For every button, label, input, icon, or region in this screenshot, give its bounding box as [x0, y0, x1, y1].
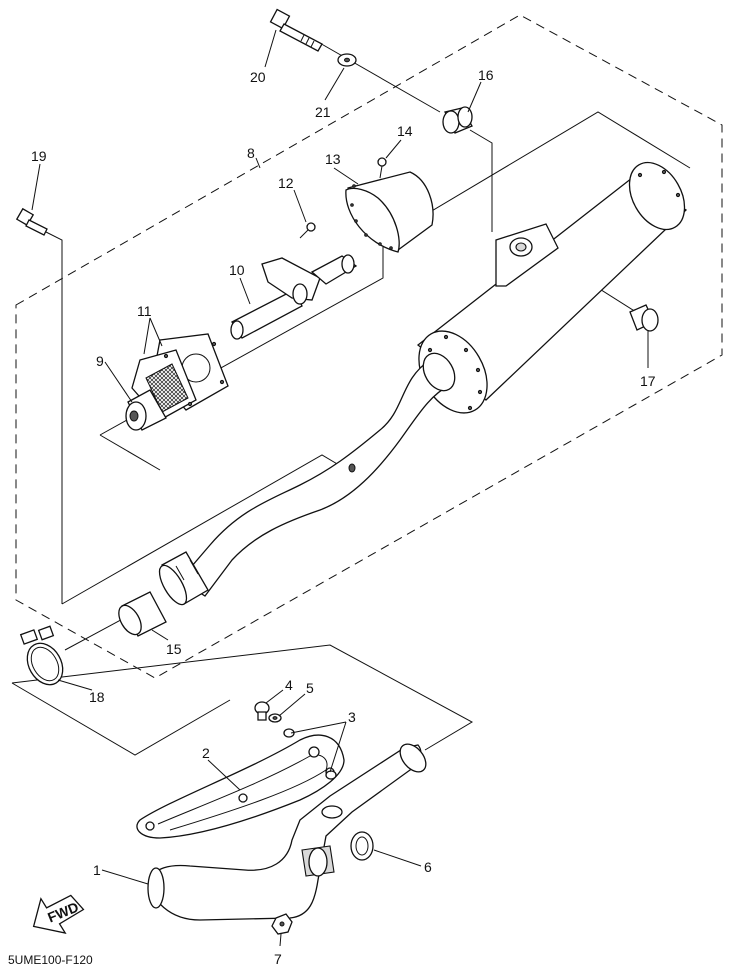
callout-12: 12 [278, 175, 294, 191]
screw-14 [377, 157, 387, 179]
callout-20: 20 [250, 69, 266, 85]
collar-17 [629, 304, 659, 332]
bolt-4 [254, 701, 270, 721]
callout-16: 16 [478, 67, 494, 83]
gasket-6 [350, 831, 374, 861]
callout-4: 4 [285, 677, 293, 693]
callout-21: 21 [315, 104, 331, 120]
callout-1: 1 [93, 862, 101, 878]
clamp-18 [19, 625, 64, 686]
callout-3: 3 [348, 709, 356, 725]
bushing-15 [118, 591, 167, 637]
bolt-19 [15, 207, 48, 236]
exhaust-header-pipe-1 [147, 743, 427, 921]
callout-19: 19 [31, 148, 47, 164]
header-pipe-outline-lower [11, 682, 231, 756]
callout-8: 8 [247, 145, 255, 161]
mount-chain-line [317, 41, 493, 232]
callout-14: 14 [397, 123, 413, 139]
diagram-code: 5UME100-F120 [8, 953, 93, 967]
callout-15: 15 [166, 641, 182, 657]
washer-21 [337, 53, 357, 67]
mount-bolt-20 [269, 8, 323, 52]
header-pipe-outline [11, 644, 474, 751]
screw-12 [299, 222, 316, 239]
leader-lines [31, 29, 649, 947]
inner-pipe-10 [230, 254, 358, 340]
silencer-outline-lower [99, 434, 161, 471]
callout-6: 6 [424, 859, 432, 875]
silencer-body [416, 161, 688, 414]
nut-7 [271, 913, 293, 935]
assembly-boundary-dashed [15, 14, 723, 679]
callout-18: 18 [89, 689, 105, 705]
fwd-arrow-icon: FWD [32, 894, 85, 934]
grommet-16 [442, 106, 473, 134]
callout-9: 9 [96, 353, 104, 369]
heat-protector-2 [136, 734, 345, 839]
callout-17: 17 [640, 373, 656, 389]
bolt-19-chain-line [45, 231, 63, 604]
callout-7: 7 [274, 951, 282, 967]
clamp-chain-line [64, 614, 131, 651]
end-cap-13 [345, 171, 434, 253]
callout-11: 11 [137, 303, 152, 319]
callout-2: 2 [202, 745, 210, 761]
spark-arrester-9 [125, 363, 189, 431]
callout-5: 5 [306, 680, 314, 696]
washer-5 [268, 713, 282, 723]
washer-3 [283, 728, 337, 780]
callout-13: 13 [325, 151, 341, 167]
callout-10: 10 [229, 262, 245, 278]
silencer-link-pipe [158, 352, 456, 606]
